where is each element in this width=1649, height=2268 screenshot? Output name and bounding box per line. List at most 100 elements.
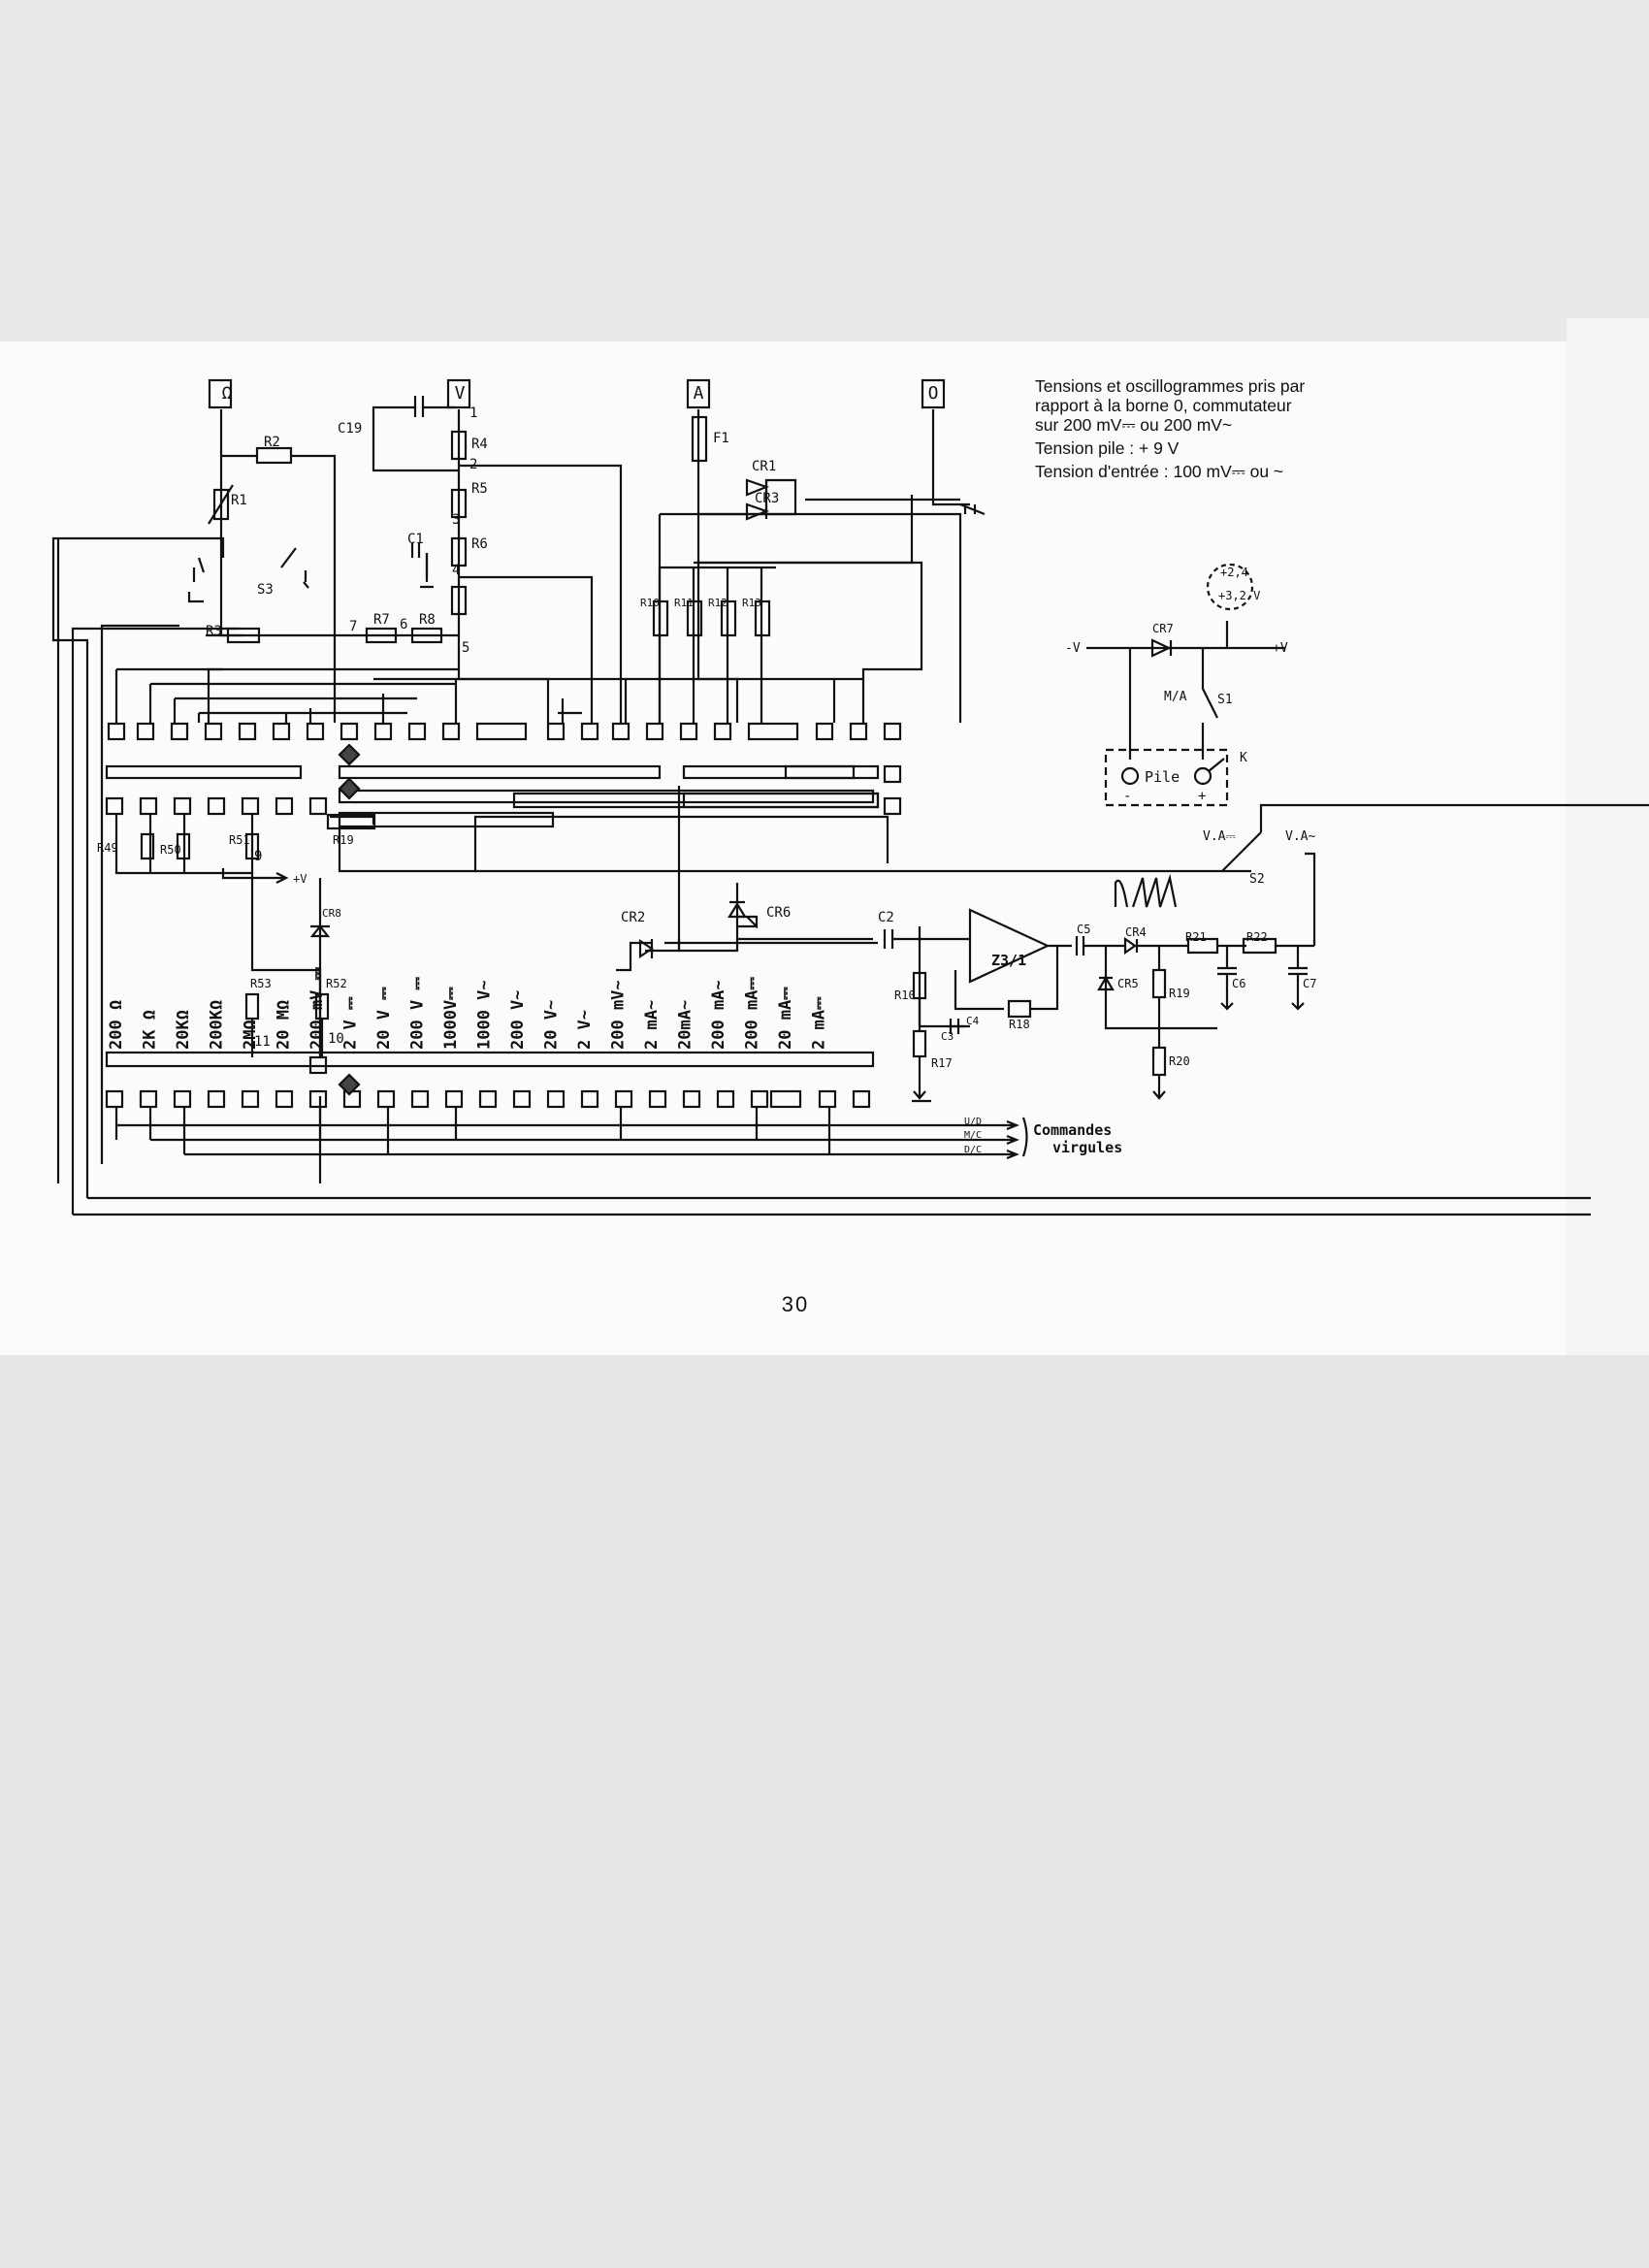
label-cr3: CR3 <box>755 491 779 506</box>
label-plus-v: +V <box>293 872 307 886</box>
range-label: 2 mA⎓ <box>810 996 829 1050</box>
blank-background <box>0 1355 1649 2268</box>
label-k: K <box>1240 751 1247 765</box>
label-r10-amp: R10 <box>894 988 916 1002</box>
label-batt-v1: +2,4 <box>1220 566 1248 579</box>
label-zener: CR8 <box>322 907 341 920</box>
label-v-ac: V.A~ <box>1285 829 1315 844</box>
range-label: 20mA~ <box>676 1000 695 1050</box>
range-label: 200KΩ <box>208 1000 227 1050</box>
label-r13: R13 <box>742 597 761 609</box>
terminal-ohm-label: Ω <box>222 383 233 404</box>
notes-line-5: Tension d'entrée : 100 mV⎓ ou ~ <box>1035 462 1284 481</box>
label-r49: R49 <box>97 841 118 855</box>
label-cr2: CR2 <box>621 910 645 925</box>
label-virgules: virgules <box>1052 1139 1122 1156</box>
label-r19: R19 <box>1169 987 1190 1000</box>
terminal-ohm <box>208 378 233 409</box>
label-ic: Z3/1 <box>991 952 1026 969</box>
node-10: 10 <box>328 1031 344 1047</box>
label-c6: C6 <box>1232 977 1245 990</box>
contact-row-bottom <box>105 1055 871 1109</box>
label-r4: R4 <box>471 437 488 452</box>
range-label: 20 V ⎓ <box>374 987 394 1050</box>
label-r11: R11 <box>674 597 694 609</box>
label-ud: U/D <box>964 1117 982 1127</box>
terminal-common-label: O <box>928 383 939 404</box>
range-label: 20 MΩ <box>275 1000 294 1050</box>
node-4: 4 <box>452 563 460 578</box>
range-label: 1000V⎓ <box>441 987 461 1050</box>
label-cr4: CR4 <box>1125 925 1147 939</box>
label-c1: C1 <box>407 532 424 547</box>
range-label: 2 V ⎓ <box>341 996 361 1050</box>
terminal-a <box>686 378 711 409</box>
range-label: 2MΩ <box>241 1020 260 1050</box>
terminal-v <box>446 378 471 409</box>
label-r18: R18 <box>1009 1018 1030 1031</box>
range-label: 200 mV~ <box>609 980 629 1050</box>
label-batt-v2: +3,2 V <box>1218 589 1260 602</box>
range-label: 200 mA⎓ <box>743 977 762 1050</box>
range-label: 200 mA~ <box>709 980 728 1050</box>
label-c4: C4 <box>966 1015 980 1027</box>
label-s3: S3 <box>257 582 274 598</box>
node-7: 7 <box>349 619 357 634</box>
label-dc: D/C <box>964 1145 982 1155</box>
label-r12: R12 <box>708 597 728 609</box>
label-v-right: +V <box>1273 641 1288 656</box>
label-r51: R51 <box>229 833 250 847</box>
label-r8: R8 <box>419 612 436 628</box>
label-c5: C5 <box>1077 923 1090 936</box>
label-cr5: CR5 <box>1117 977 1139 990</box>
label-r20: R20 <box>1169 1054 1190 1068</box>
range-label: 20 V~ <box>542 1000 562 1050</box>
node-2: 2 <box>469 457 477 472</box>
label-commandes: Commandes <box>1033 1121 1112 1139</box>
label-r53: R53 <box>250 977 272 990</box>
wire-left-frame <box>71 627 238 1215</box>
label-v-dc: V.A⎓ <box>1203 829 1236 844</box>
command-line-ud <box>114 1099 931 1140</box>
notes-line-2: rapport à la borne 0, commutateur <box>1035 396 1292 415</box>
range-label: 200 V ⎓ <box>408 977 428 1050</box>
label-s1: S1 <box>1217 693 1233 707</box>
label-r1: R1 <box>231 493 247 508</box>
label-r7: R7 <box>373 612 390 628</box>
label-ma: M/A <box>1164 690 1187 704</box>
label-minus: - <box>1123 789 1131 804</box>
label-c2: C2 <box>878 910 894 925</box>
range-label: 2 mA~ <box>642 1000 662 1050</box>
range-label: 20 mA⎓ <box>776 987 795 1050</box>
label-f1: F1 <box>713 431 729 446</box>
node-11: 11 <box>254 1034 271 1050</box>
node-9: 9 <box>254 849 262 864</box>
range-label: 200 mV ⎓ <box>307 966 327 1050</box>
label-c3: C3 <box>941 1030 954 1043</box>
label-s2: S2 <box>1249 872 1265 887</box>
range-label: 20KΩ <box>174 1010 193 1050</box>
label-c7: C7 <box>1303 977 1316 990</box>
node-1: 1 <box>469 405 477 421</box>
switch-deck-bottom <box>105 1051 875 1068</box>
switch-deck-top <box>105 764 303 780</box>
terminal-a-label: A <box>694 383 704 404</box>
node-5: 5 <box>462 640 469 656</box>
contact-row-top <box>107 722 902 741</box>
page-number: 30 <box>781 1292 810 1316</box>
label-r22: R22 <box>1246 930 1268 944</box>
label-cr1: CR1 <box>752 459 776 474</box>
terminal-common <box>921 378 946 409</box>
measurement-notes: Tensions et oscillogrammes pris par rapp… <box>1035 376 1365 481</box>
contact-row-middle <box>105 764 902 816</box>
range-label: 2K Ω <box>141 1010 160 1050</box>
node-6: 6 <box>400 617 407 632</box>
label-r5: R5 <box>471 481 488 497</box>
label-pile: Pile <box>1145 768 1180 786</box>
page-edge <box>1567 318 1649 1356</box>
label-mc: M/C <box>964 1130 982 1141</box>
terminal-v-label: V <box>455 383 466 404</box>
label-r3: R3 <box>206 624 222 639</box>
